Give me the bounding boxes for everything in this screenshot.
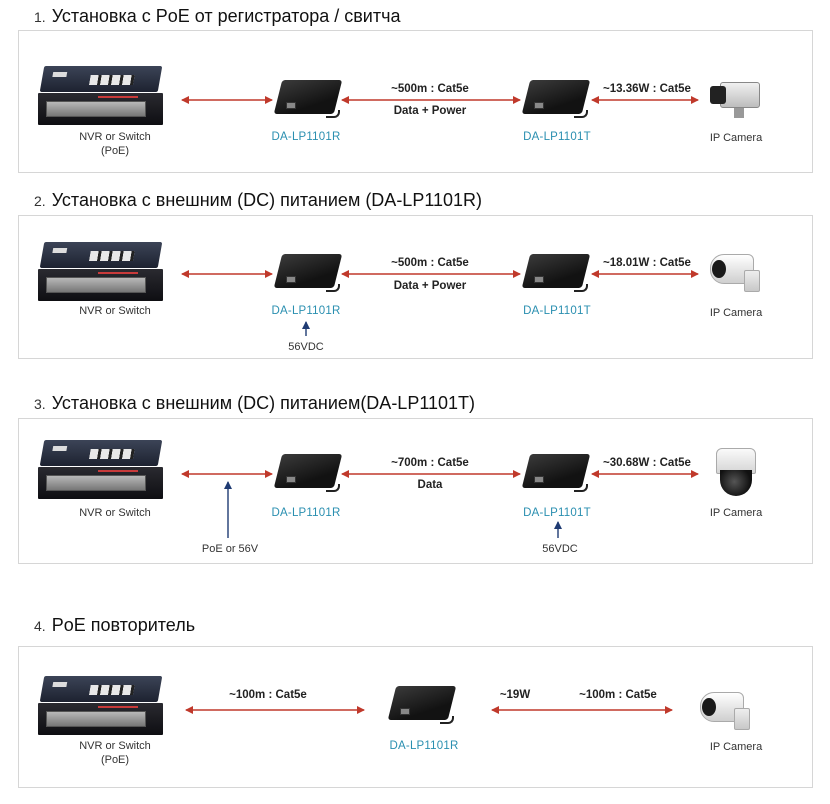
- source-label: NVR or Switch (PoE): [79, 740, 151, 766]
- section-3-title: 3. Установка с внешним (DC) питанием(DA-L…: [34, 393, 475, 414]
- source-label: NVR or Switch: [79, 305, 151, 317]
- receiver-device-icon: [273, 248, 343, 294]
- nvr-switch-icon: [38, 66, 163, 126]
- receiver-label: DA-LP1101R: [271, 131, 341, 143]
- link-sublabel: Data: [417, 479, 443, 491]
- receiver-label: DA-LP1101R: [271, 305, 341, 317]
- receiver-device-icon: [273, 448, 343, 494]
- section-2-panel: [18, 215, 813, 359]
- transmitter-power-label: 56VDC: [542, 543, 578, 555]
- source-power-label: PoE or 56V: [201, 543, 259, 555]
- receiver-label: DA-LP1101R: [271, 507, 341, 519]
- link-sublabel: Data + Power: [393, 105, 467, 117]
- repeater-device-icon: [387, 680, 457, 726]
- transmitter-device-icon: [521, 74, 591, 120]
- camera-label: IP Camera: [709, 132, 763, 144]
- camera-power-label: ~13.36W : Cat5e: [603, 83, 691, 95]
- source-label: NVR or Switch (PoE): [79, 131, 151, 157]
- nvr-switch-icon: [38, 440, 163, 500]
- camera-label: IP Camera: [709, 741, 763, 753]
- section-title-text: PoE повторитель: [51, 615, 196, 635]
- section-4-title: 4. PoE повторитель: [34, 615, 195, 636]
- link-label: ~500m : Cat5e: [391, 83, 469, 95]
- link-label: ~500m : Cat5e: [391, 257, 469, 269]
- transmitter-device-icon: [521, 248, 591, 294]
- section-title-text: Установка с внешним (DC) питанием(DA-LP1…: [51, 393, 476, 413]
- bullet-camera-icon: [694, 678, 754, 734]
- link-label: ~700m : Cat5e: [391, 457, 469, 469]
- section-title-text: Установка с внешним (DC) питанием (DA-LP…: [51, 190, 483, 210]
- source-label: NVR or Switch: [79, 507, 151, 519]
- section-title-text: Установка с PoE от регистратора / свитча: [51, 6, 401, 26]
- camera-power-label: ~18.01W : Cat5e: [603, 257, 691, 269]
- repeater-label: DA-LP1101R: [389, 740, 459, 752]
- link-sublabel: Data + Power: [393, 280, 467, 292]
- camera-label: IP Camera: [709, 307, 763, 319]
- bullet-camera-icon: [704, 240, 764, 296]
- transmitter-label: DA-LP1101T: [523, 507, 591, 519]
- receiver-device-icon: [273, 74, 343, 120]
- nvr-switch-icon: [38, 242, 163, 302]
- output-link-label: ~100m : Cat5e: [579, 689, 657, 701]
- input-link-label: ~100m : Cat5e: [229, 689, 307, 701]
- nvr-switch-icon: [38, 676, 163, 736]
- repeater-power-label: ~19W: [499, 689, 531, 701]
- section-1-title: 1. Установка с PoE от регистратора / свит…: [34, 6, 401, 27]
- transmitter-label: DA-LP1101T: [523, 131, 591, 143]
- box-camera-icon: [706, 72, 766, 128]
- section-number: 4.: [34, 618, 46, 634]
- transmitter-label: DA-LP1101T: [523, 305, 591, 317]
- dome-camera-icon: [706, 444, 766, 500]
- section-number: 3.: [34, 396, 46, 412]
- section-number: 2.: [34, 193, 46, 209]
- section-2-title: 2. Установка с внешним (DC) питанием (DA-…: [34, 190, 482, 211]
- transmitter-device-icon: [521, 448, 591, 494]
- camera-power-label: ~30.68W : Cat5e: [603, 457, 691, 469]
- receiver-power-label: 56VDC: [288, 341, 324, 353]
- section-number: 1.: [34, 9, 46, 25]
- camera-label: IP Camera: [709, 507, 763, 519]
